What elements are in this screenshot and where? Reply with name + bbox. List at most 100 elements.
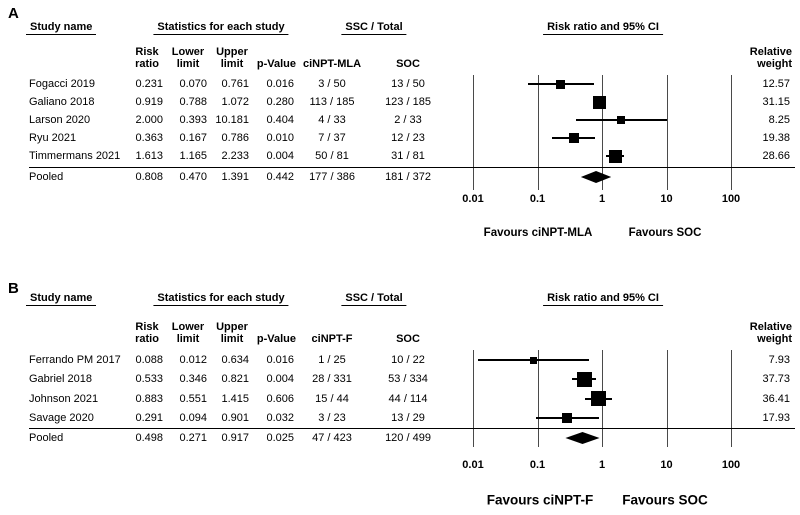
treatment-events: 50 / 81 [315,150,349,162]
plot-title: Risk ratio and 95% CI [543,292,663,306]
risk-ratio-value: 0.088 [135,354,163,366]
p-value: 0.010 [266,132,294,144]
control-events: 120 / 499 [385,432,431,444]
col-header-control: SOC [396,58,420,70]
panel-b-label: B [8,280,19,297]
control-events: 181 / 372 [385,171,431,183]
gridline-0.1 [537,350,539,447]
axis-tick-label: 100 [721,193,741,205]
p-value: 0.032 [266,411,294,424]
col-header-study-name: Study name [26,21,97,35]
point-estimate-marker [608,149,622,163]
col-header-upper-line2: limit [220,58,244,70]
study-name: Johnson 2021 [29,392,99,405]
treatment-events: 15 / 44 [315,392,349,405]
upper-limit-value: 0.786 [221,132,249,144]
lower-limit-value: 1.165 [179,150,207,162]
control-events: 10 / 22 [391,354,425,366]
treatment-events: 1 / 25 [318,354,346,366]
favours-left-label: Favours ciNPT-MLA [483,227,593,239]
control-events: 31 / 81 [391,150,425,162]
p-value: 0.025 [266,432,294,444]
point-estimate-marker [530,356,538,364]
col-header-risk-ratio: Risk ratio [135,321,159,345]
study-name: Ferrando PM 2017 [29,354,121,366]
relative-weight-value: 19.38 [762,132,790,144]
lower-limit-value: 0.346 [179,373,207,386]
relative-weight-value: 7.93 [768,354,790,366]
point-estimate-marker [562,412,573,423]
lower-limit-value: 0.070 [179,78,207,90]
upper-limit-value: 0.917 [221,432,249,444]
control-events: 12 / 23 [391,132,425,144]
pooled-separator-line [29,167,795,168]
point-estimate-marker [568,133,579,143]
favours-right-label: Favours SOC [628,227,702,239]
p-value: 0.404 [266,114,294,126]
pooled-separator-line [29,427,795,429]
col-header-p-value: p-Value [256,333,296,345]
study-name: Ryu 2021 [29,132,77,144]
control-events: 53 / 334 [388,373,428,386]
risk-ratio-value: 0.808 [135,171,163,183]
risk-ratio-value: 2.000 [135,114,163,126]
point-estimate-marker [556,79,566,89]
axis-tick-label: 1 [598,193,606,205]
col-header-upper-limit: Upper limit [216,46,248,70]
control-events: 123 / 185 [385,96,431,108]
col-header-lower-limit: Lower limit [172,321,204,345]
lower-limit-value: 0.271 [179,432,207,444]
upper-limit-value: 1.415 [221,392,249,405]
axis-tick-label: 100 [721,459,741,471]
col-header-relative-weight: Relative weight [750,321,792,345]
col-header-weight-line2: weight [757,58,792,70]
p-value: 0.016 [266,78,294,90]
study-name: Fogacci 2019 [29,78,96,90]
treatment-events: 177 / 386 [309,171,355,183]
lower-limit-value: 0.094 [179,411,207,424]
col-header-lower-line2: limit [176,333,200,345]
risk-ratio-value: 0.363 [135,132,163,144]
axis-tick-label: 0.01 [462,459,484,471]
col-header-risk-ratio-line1: Risk [135,46,159,58]
gridline-0.01 [473,350,474,447]
relative-weight-value: 17.93 [762,411,790,424]
p-value: 0.442 [266,171,294,183]
p-value: 0.606 [266,392,294,405]
gridline-0.1 [537,75,539,190]
point-estimate-marker [593,95,607,109]
col-header-upper-line1: Upper [216,46,248,58]
treatment-events: 28 / 331 [312,373,352,386]
upper-limit-value: 2.233 [221,150,249,162]
col-header-risk-ratio-line1: Risk [135,321,159,333]
gridline-100 [731,75,732,190]
lower-limit-value: 0.167 [179,132,207,144]
lower-limit-value: 0.012 [179,354,207,366]
treatment-events: 4 / 33 [318,114,346,126]
control-events: 2 / 33 [394,114,422,126]
col-header-treatment: ciNPT-MLA [302,58,362,70]
risk-ratio-value: 0.883 [135,392,163,405]
treatment-events: 3 / 23 [318,411,346,424]
axis-tick-label: 0.01 [462,193,484,205]
col-header-upper-limit: Upper limit [216,321,248,345]
study-name: Galiano 2018 [29,96,95,108]
panel-a: A Study name Statistics for each study S… [8,5,795,239]
risk-ratio-value: 0.231 [135,78,163,90]
col-header-risk-ratio-line2: ratio [135,58,159,70]
col-header-upper-line2: limit [220,333,244,345]
axis-tick-label: 0.1 [529,459,546,471]
upper-limit-value: 0.901 [221,411,249,424]
pooled-diamond [580,171,612,183]
pooled-row-label: Pooled [29,171,64,183]
control-events: 13 / 50 [391,78,425,90]
upper-limit-value: 0.761 [221,78,249,90]
col-header-upper-line1: Upper [216,321,248,333]
treatment-events: 3 / 50 [318,78,346,90]
point-estimate-marker [576,371,592,387]
control-events: 44 / 114 [388,392,428,405]
col-header-lower-line1: Lower [171,321,205,333]
col-header-control: SOC [396,333,420,345]
col-header-lower-line1: Lower [171,46,205,58]
